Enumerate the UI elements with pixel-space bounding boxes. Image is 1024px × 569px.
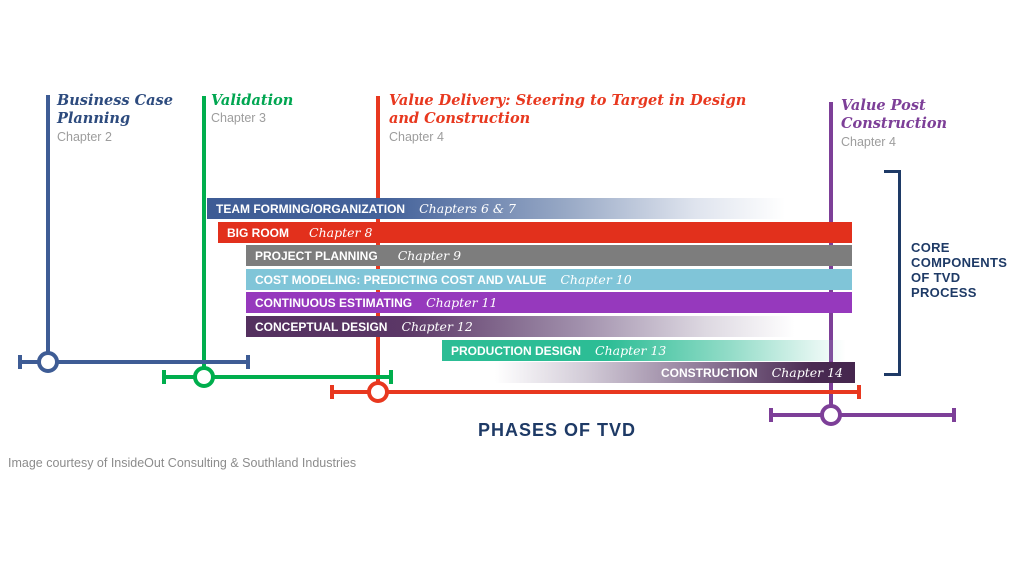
- value-post-construction-timeline: [769, 413, 956, 417]
- value-delivery-milestone-node: [367, 381, 389, 403]
- bar-label: PRODUCTION DESIGN: [451, 344, 582, 358]
- value-delivery-timeline: [330, 390, 861, 394]
- bar-project-planning: PROJECT PLANNING Chapter 9: [246, 245, 852, 266]
- phase-value-post-construction-chapter: Chapter 4: [841, 135, 896, 149]
- bar-construction: CONSTRUCTION Chapter 14: [495, 362, 855, 383]
- value-delivery-timeline-start-tick: [330, 385, 334, 399]
- value-delivery-timeline-end-tick: [857, 385, 861, 399]
- bar-team-forming-organization: TEAM FORMING/ORGANIZATION Chapters 6 & 7: [207, 198, 803, 219]
- bar-continuous-estimating: CONTINUOUS ESTIMATING Chapter 11: [246, 292, 852, 313]
- core-components-label: CORE COMPONENTS OF TVD PROCESS: [911, 240, 1008, 300]
- value-post-timeline-end-tick: [952, 408, 956, 422]
- phase-business-case-chapter: Chapter 2: [57, 130, 112, 144]
- core-components-bracket: [884, 170, 901, 376]
- business-case-timeline: [18, 360, 250, 364]
- bar-label: CONCEPTUAL DESIGN: [255, 320, 388, 334]
- bar-chapter: Chapter 12: [401, 319, 473, 334]
- value-delivery-vertical-line: [376, 96, 380, 393]
- business-case-milestone-node: [37, 351, 59, 373]
- phase-validation-chapter: Chapter 3: [211, 111, 266, 125]
- bar-label: TEAM FORMING/ORGANIZATION: [216, 202, 406, 216]
- bar-chapter: Chapter 10: [560, 272, 632, 287]
- phase-value-delivery-label: Value Delivery: Steering to Target in De…: [389, 92, 747, 127]
- validation-milestone-node: [193, 366, 215, 388]
- bar-label: CONSTRUCTION: [660, 366, 758, 380]
- bar-chapter: Chapter 11: [426, 295, 498, 310]
- bar-big-room: BIG ROOM Chapter 8: [218, 222, 852, 243]
- validation-vertical-line: [202, 96, 206, 378]
- business-case-timeline-end-tick: [246, 355, 250, 369]
- diagram-title: PHASES OF TVD: [478, 420, 637, 440]
- bar-label: PROJECT PLANNING: [255, 249, 378, 263]
- bar-conceptual-design: CONCEPTUAL DESIGN Chapter 12: [246, 316, 806, 337]
- validation-timeline-start-tick: [162, 370, 166, 384]
- value-post-timeline-start-tick: [769, 408, 773, 422]
- bar-chapter: Chapter 8: [309, 225, 373, 240]
- bar-chapter: Chapters 6 & 7: [419, 201, 516, 216]
- bar-chapter: Chapter 14: [771, 365, 843, 380]
- bar-chapter: Chapter 13: [595, 343, 667, 358]
- image-credit: Image courtesy of InsideOut Consulting &…: [8, 456, 357, 470]
- validation-timeline: [162, 375, 393, 379]
- phase-business-case-planning-label: Business Case Planning: [57, 92, 173, 127]
- bar-label: COST MODELING: PREDICTING COST AND VALUE: [255, 273, 547, 287]
- business-case-vertical-line: [46, 95, 50, 363]
- validation-timeline-end-tick: [389, 370, 393, 384]
- bar-label: BIG ROOM: [227, 226, 289, 240]
- phase-value-delivery-chapter: Chapter 4: [389, 130, 444, 144]
- bar-production-design: PRODUCTION DESIGN Chapter 13: [442, 340, 854, 361]
- bar-chapter: Chapter 9: [397, 248, 462, 263]
- bar-label: CONTINUOUS ESTIMATING: [255, 296, 413, 310]
- phase-value-post-construction-label: Value Post Construction: [841, 97, 948, 132]
- phase-validation-label: Validation: [211, 92, 294, 109]
- bar-cost-modeling: COST MODELING: PREDICTING COST AND VALUE…: [246, 269, 852, 290]
- value-post-milestone-node: [820, 404, 842, 426]
- business-case-timeline-start-tick: [18, 355, 22, 369]
